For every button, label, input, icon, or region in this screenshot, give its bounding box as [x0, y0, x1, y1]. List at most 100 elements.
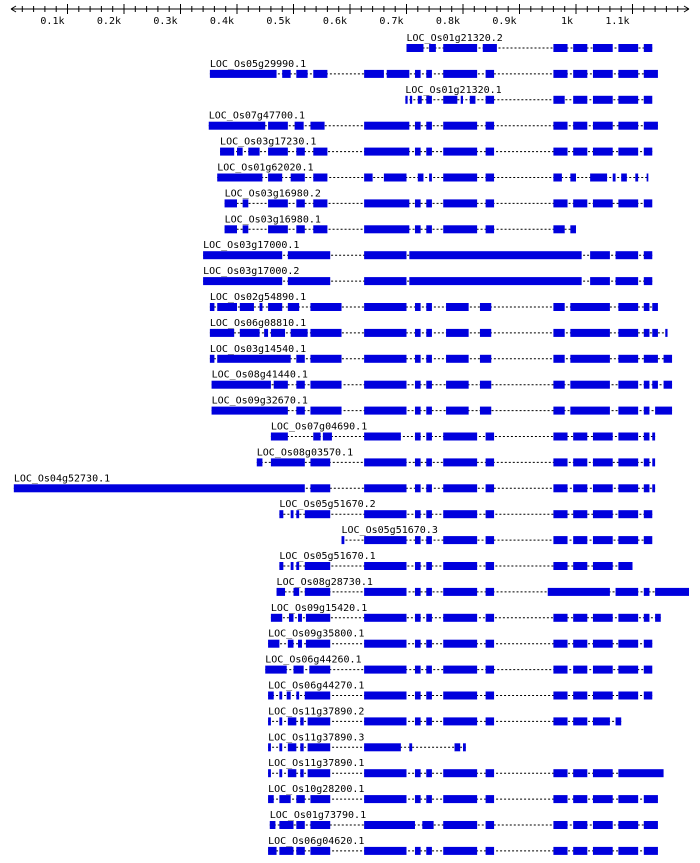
gene-track[interactable]: LOC_Os10g28200.1 [268, 784, 658, 804]
exon-block [443, 821, 478, 829]
gene-track[interactable]: LOC_Os11g37890.2 [268, 706, 622, 726]
exon-block [573, 821, 588, 829]
exon-block [426, 121, 432, 130]
exon-block [310, 846, 331, 855]
exon-block [553, 717, 568, 726]
gene-track[interactable]: LOC_Os06g04620.1 [268, 836, 658, 855]
exon-block [298, 639, 302, 648]
gene-label: LOC_Os11g37890.3 [268, 732, 364, 743]
gene-track[interactable]: LOC_Os03g16980.1 [224, 214, 576, 234]
gene-track[interactable]: LOC_Os07g04690.1 [270, 422, 656, 441]
exon-block [426, 639, 432, 648]
exon-block [485, 147, 495, 156]
exon-block [310, 303, 342, 311]
gene-track[interactable]: LOC_Os01g73790.1 [269, 810, 658, 829]
gene-track[interactable]: LOC_Os08g28730.1 [276, 577, 689, 596]
exon-block [259, 303, 263, 311]
gene-track[interactable]: LOC_Os09g15420.1 [270, 603, 661, 622]
exon-block [429, 44, 436, 52]
exon-block [592, 147, 613, 156]
gene-track[interactable]: LOC_Os04g52730.1 [13, 473, 656, 493]
exon-block [592, 484, 613, 493]
exon-block [655, 613, 661, 622]
exon-block [414, 406, 421, 415]
exon-block [618, 69, 639, 78]
exon-block [443, 717, 478, 726]
exon-block [239, 328, 260, 337]
gene-track[interactable]: LOC_Os05g51670.3 [341, 525, 653, 545]
exon-block [417, 95, 422, 104]
gene-track[interactable]: LOC_Os03g17000.2 [203, 266, 653, 286]
exon-block [643, 821, 658, 829]
gene-track[interactable]: LOC_Os06g44260.1 [265, 655, 653, 674]
gene-track[interactable]: LOC_Os03g17230.1 [220, 137, 653, 156]
exon-block [443, 147, 478, 156]
exon-block [341, 536, 345, 545]
exon-block [414, 484, 421, 493]
exon-block [364, 717, 407, 726]
gene-label: LOC_Os05g29990.1 [210, 59, 306, 70]
exon-block [618, 354, 639, 363]
gene-track[interactable]: LOC_Os01g62020.1 [217, 163, 649, 182]
exon-block [655, 587, 689, 596]
gene-label: LOC_Os09g15420.1 [271, 603, 367, 614]
exon-block [592, 769, 613, 778]
gene-track[interactable]: LOC_Os05g51670.2 [279, 499, 653, 519]
gene-track[interactable]: LOC_Os01g21320.1 [405, 85, 653, 104]
exon-block [652, 303, 658, 311]
gene-track[interactable]: LOC_Os02g54890.1 [209, 292, 658, 311]
exon-block [570, 354, 610, 363]
exon-block [426, 717, 432, 726]
exon-block [296, 562, 300, 570]
exon-block [268, 795, 274, 804]
gene-track[interactable]: LOC_Os08g03570.1 [256, 447, 656, 467]
exon-block [618, 665, 639, 674]
exon-block [304, 691, 331, 700]
exon-block [479, 328, 492, 337]
exon-block [414, 536, 421, 545]
gene-label: LOC_Os06g08810.1 [210, 318, 306, 329]
exon-block [570, 225, 576, 234]
gene-label: LOC_Os05g51670.3 [342, 525, 438, 536]
gene-track[interactable]: LOC_Os01g21320.2 [406, 33, 653, 52]
gene-track[interactable]: LOC_Os03g17000.1 [203, 240, 653, 260]
exon-block [414, 587, 421, 596]
exon-block [268, 173, 283, 182]
exon-block [209, 328, 235, 337]
exon-block [296, 795, 305, 804]
gene-track[interactable]: LOC_Os06g08810.1 [209, 318, 668, 337]
gene-track[interactable]: LOC_Os03g14540.1 [209, 344, 673, 363]
exon-block [310, 380, 342, 389]
gene-track[interactable]: LOC_Os05g51670.1 [279, 551, 633, 570]
gene-label: LOC_Os08g28730.1 [277, 577, 373, 588]
gene-track[interactable]: LOC_Os09g35800.1 [268, 629, 653, 648]
gene-track[interactable]: LOC_Os09g32670.1 [211, 396, 673, 415]
exon-block [553, 69, 568, 78]
exon-block [364, 562, 407, 570]
exon-block [553, 510, 568, 519]
exon-block [364, 406, 407, 415]
exon-block [485, 639, 495, 648]
exon-block [573, 199, 588, 208]
gene-track[interactable]: LOC_Os06g44270.1 [268, 681, 653, 700]
exon-block [573, 717, 588, 726]
gene-track[interactable]: LOC_Os05g29990.1 [209, 59, 658, 78]
exon-block [592, 562, 613, 570]
exon-block [553, 536, 568, 545]
gene-track[interactable]: LOC_Os11g37890.3 [268, 732, 466, 752]
gene-track[interactable]: LOC_Os03g16980.2 [224, 188, 653, 208]
exon-block [443, 484, 478, 493]
exon-block [364, 354, 407, 363]
exon-block [485, 562, 495, 570]
gene-track[interactable]: LOC_Os08g41440.1 [211, 370, 673, 389]
exon-block [364, 199, 410, 208]
gene-track[interactable]: LOC_Os07g47700.1 [208, 111, 658, 130]
exon-block [655, 406, 673, 415]
exon-block [592, 432, 613, 441]
gene-track[interactable]: LOC_Os11g37890.1 [268, 758, 664, 778]
exon-block [269, 821, 276, 829]
exon-block [414, 432, 421, 441]
gene-label: LOC_Os05g51670.1 [279, 551, 375, 562]
exon-block [443, 691, 478, 700]
exon-block [643, 199, 653, 208]
